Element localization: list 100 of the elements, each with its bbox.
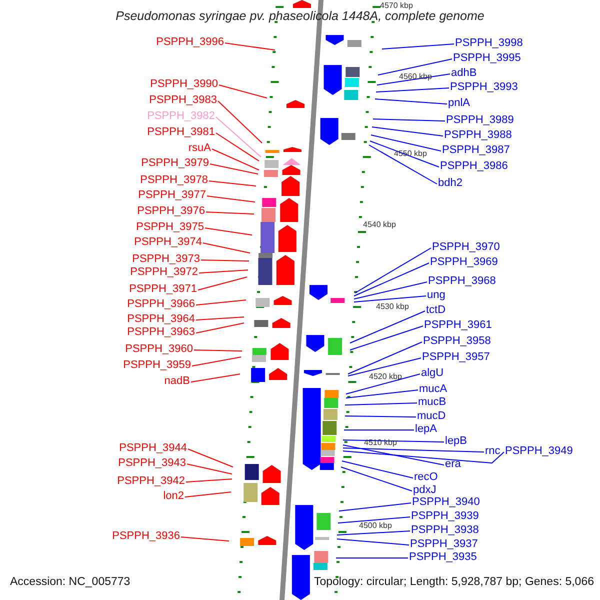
leader-line xyxy=(370,140,440,168)
gene-label: PSPPH_3944 xyxy=(119,442,187,455)
gene-label: PSPPH_3961 xyxy=(424,319,492,332)
gene-label: PSPPH_3998 xyxy=(455,37,523,50)
leader-line xyxy=(346,374,420,394)
leader-line xyxy=(216,132,260,162)
leader-line xyxy=(342,450,504,464)
gene-label: PSPPH_3937 xyxy=(410,538,478,551)
gene-label: PSPPH_3966 xyxy=(127,298,195,311)
title: Pseudomonas syringae pv. phaseolicola 1448A, complete genome xyxy=(114,10,486,23)
gene-label: PSPPH_3949 xyxy=(505,445,573,458)
gene-label: PSPPH_3981 xyxy=(147,126,215,139)
gene-label: PSPPH_3979 xyxy=(141,157,209,170)
gene-label: tctD xyxy=(426,304,446,317)
leader-line xyxy=(336,530,410,536)
gene-label: PSPPH_3935 xyxy=(409,551,477,564)
gene-label: PSPPH_3983 xyxy=(149,94,217,107)
leader-line xyxy=(346,390,418,398)
gene-label: PSPPH_3969 xyxy=(430,256,498,269)
gene-label: PSPPH_3959 xyxy=(123,359,191,372)
leader-line xyxy=(224,42,276,50)
gene-label: adhB xyxy=(451,67,477,80)
gene-label: PSPPH_3996 xyxy=(156,36,224,49)
leader-line xyxy=(338,516,410,524)
gene-label: PSPPH_3975 xyxy=(136,221,204,234)
gene-label: lepB xyxy=(445,435,468,448)
leader-line xyxy=(348,342,422,374)
leader-line xyxy=(344,416,416,418)
leader-line xyxy=(372,118,446,122)
gene-label: PSPPH_3993 xyxy=(450,81,518,94)
leader-line xyxy=(192,356,242,366)
leader-line xyxy=(218,84,268,98)
gene-label: PSPPH_3987 xyxy=(442,144,510,157)
leader-line xyxy=(208,180,256,186)
leader-line xyxy=(354,296,426,302)
leader-line xyxy=(194,350,242,352)
leader-line xyxy=(378,58,452,76)
gene-label: nadB xyxy=(164,375,190,388)
leader-line xyxy=(218,100,262,144)
gene-label: PSPPH_3943 xyxy=(118,457,186,470)
gene-label: mucD xyxy=(417,410,446,423)
leader-line xyxy=(196,322,244,334)
gene-label: PSPPH_3942 xyxy=(117,475,185,488)
gene-label: PSPPH_3978 xyxy=(140,174,208,187)
leader-line xyxy=(180,536,230,542)
gene-label: PSPPH_3976 xyxy=(137,205,205,218)
leader-line xyxy=(196,316,244,320)
leader-line xyxy=(198,276,248,290)
gene-label: lepA xyxy=(415,423,438,436)
leader-line xyxy=(198,270,248,274)
gene-label: recO xyxy=(414,471,438,484)
leader-line xyxy=(190,374,240,382)
gene-label: ung xyxy=(427,289,446,302)
gene-label: PSPPH_3974 xyxy=(134,236,202,249)
leader-line xyxy=(200,260,250,262)
gene-label: PSPPH_3940 xyxy=(412,496,480,509)
leader-line xyxy=(184,492,232,498)
scale-label: 4500 kbp xyxy=(359,521,392,530)
leader-line xyxy=(368,144,438,184)
leader-line xyxy=(206,212,254,214)
leader-line xyxy=(206,196,256,202)
gene-label: PSPPH_3958 xyxy=(423,335,491,348)
scale-label: 4530 kbp xyxy=(376,302,409,311)
gene-label: rnc xyxy=(485,445,500,458)
footer-text: Topology: circular; Length: 5,928,787 bp; Genes: 5,066 xyxy=(314,576,594,589)
leader-line xyxy=(382,44,454,50)
scale-label: 4540 kbp xyxy=(363,220,396,229)
gene-label: PSPPH_3936 xyxy=(112,530,180,543)
gene-label: PSPPH_3990 xyxy=(150,78,218,91)
leader-line xyxy=(370,134,442,152)
gene-label: PSPPH_3977 xyxy=(138,189,206,202)
leader-line xyxy=(212,148,260,170)
gene-label: PSPPH_3968 xyxy=(428,275,496,288)
gene-label: PSPPH_3957 xyxy=(422,351,490,364)
leader-line xyxy=(186,478,232,482)
leader-line xyxy=(186,464,232,474)
leader-line xyxy=(376,74,450,86)
gene-label: PSPPH_3964 xyxy=(127,313,195,326)
gene-label: pnlA xyxy=(448,97,470,110)
leader-line xyxy=(348,358,422,376)
gene-label: algU xyxy=(421,367,444,380)
leader-line xyxy=(372,126,444,136)
gene-label: era xyxy=(445,458,461,471)
gene-label: bdh2 xyxy=(438,177,462,190)
leader-line xyxy=(340,466,412,492)
gene-label: PSPPH_3960 xyxy=(125,343,193,356)
leader-line xyxy=(374,98,448,104)
gene-label: mucB xyxy=(418,396,446,409)
gene-label: PSPPH_3986 xyxy=(440,160,508,173)
gene-label: PSPPH_3963 xyxy=(127,326,195,339)
gene-label: mucA xyxy=(419,383,448,396)
leader-line xyxy=(338,502,412,512)
gene-label: rsuA xyxy=(188,142,211,155)
gene-label: PSPPH_3970 xyxy=(432,241,500,254)
leader-line xyxy=(376,88,450,92)
gene-label: PSPPH_3988 xyxy=(444,129,512,142)
leader-line xyxy=(204,228,252,236)
leader-line xyxy=(202,242,250,254)
leader-line xyxy=(196,300,246,306)
gene-label: PSPPH_3989 xyxy=(446,114,514,127)
